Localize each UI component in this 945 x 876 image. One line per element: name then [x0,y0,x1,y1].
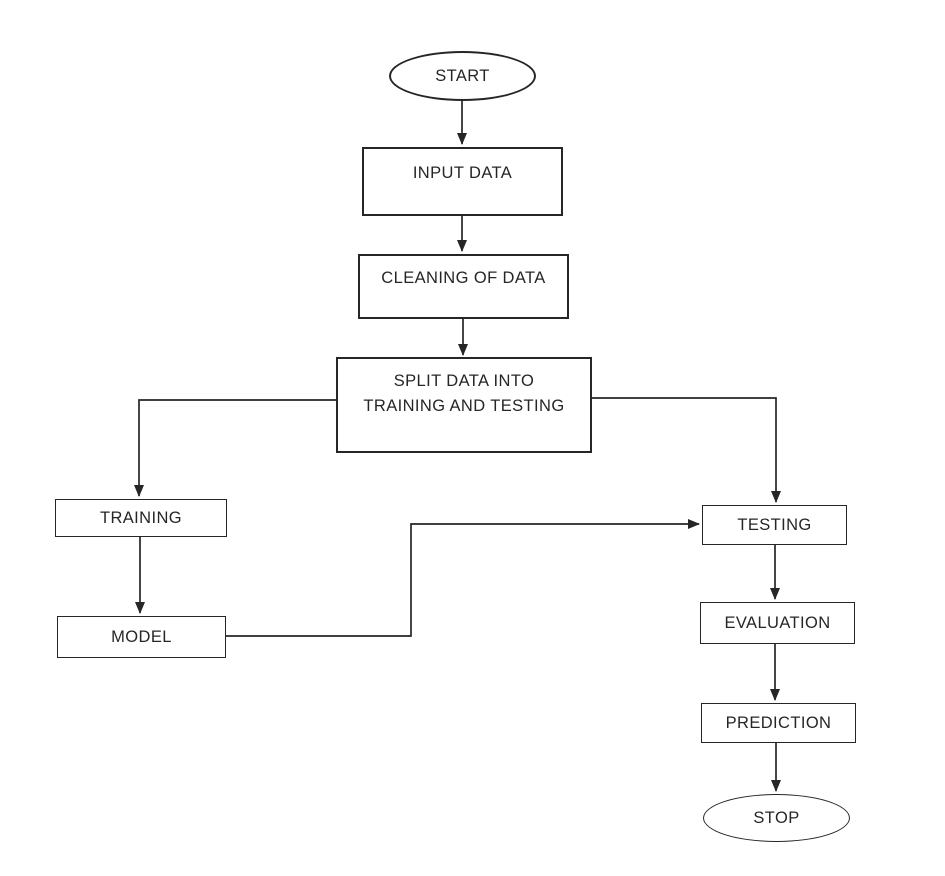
node-prediction: PREDICTION [701,703,856,743]
node-start: START [389,51,536,101]
node-stop: STOP [703,794,850,842]
node-model: MODEL [57,616,226,658]
node-cleaning-of-data-label: CLEANING OF DATA [381,269,546,287]
node-prediction-label: PREDICTION [725,713,832,732]
node-model-label: MODEL [111,627,172,646]
node-start-label: START [435,66,490,85]
node-cleaning-of-data: CLEANING OF DATA [358,254,569,319]
node-input-data: INPUT DATA [362,147,563,216]
node-split-data-label: SPLIT DATA INTO TRAINING AND TESTING [363,372,565,415]
node-testing-label: TESTING [737,515,812,534]
node-testing: TESTING [702,505,847,545]
node-evaluation: EVALUATION [700,602,855,644]
node-evaluation-label: EVALUATION [724,613,831,632]
node-training: TRAINING [55,499,227,537]
edge-split-to-testing [592,397,781,503]
edge-model-to-testing [226,519,700,637]
edge-split-to-training [134,399,336,497]
node-input-data-label: INPUT DATA [412,164,513,182]
node-split-data: SPLIT DATA INTO TRAINING AND TESTING [336,357,592,453]
node-training-label: TRAINING [99,508,183,527]
node-stop-label: STOP [753,808,800,827]
